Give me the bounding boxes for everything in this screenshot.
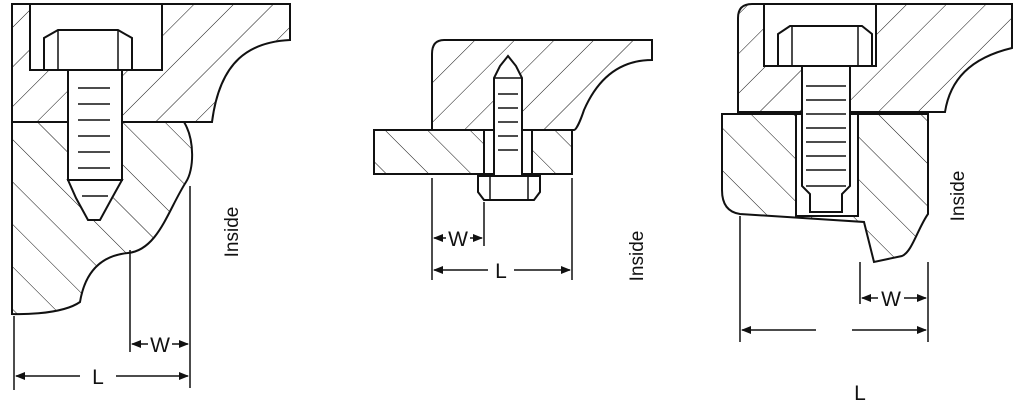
lower-plate xyxy=(373,129,573,175)
length-label: L xyxy=(854,382,866,405)
upper-flange xyxy=(431,39,653,131)
width-label: W xyxy=(881,288,901,311)
length-label: L xyxy=(92,366,104,389)
figure-right: W L Inside xyxy=(721,3,1013,405)
figure-center: W L Inside xyxy=(373,39,653,283)
inside-label: Inside xyxy=(627,231,648,282)
width-label: W xyxy=(448,228,468,251)
nut xyxy=(477,175,541,201)
bolt-head xyxy=(777,25,873,67)
stud xyxy=(493,54,523,177)
bolt-shank xyxy=(67,69,123,181)
inside-label: Inside xyxy=(222,207,243,258)
figure-left: W L Inside xyxy=(11,3,291,390)
bolt-shank xyxy=(801,65,851,213)
bolt-head xyxy=(43,29,133,71)
inside-label: Inside xyxy=(948,171,969,222)
length-label: L xyxy=(495,260,507,283)
width-label: W xyxy=(150,334,170,357)
